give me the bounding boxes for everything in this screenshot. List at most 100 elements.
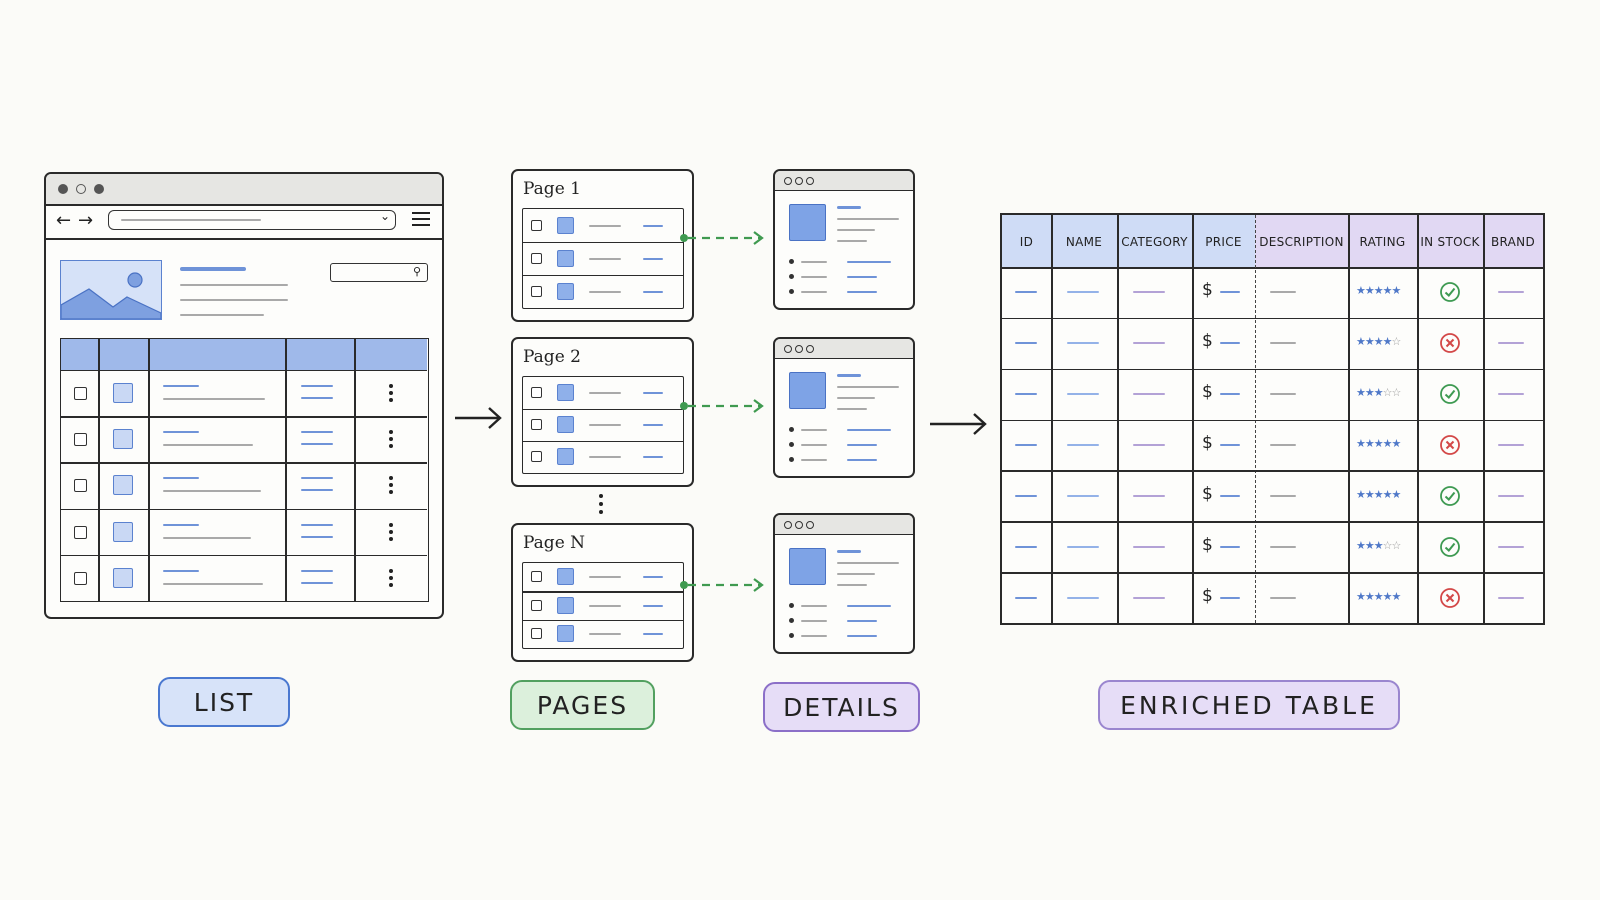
detail-text-line <box>837 218 899 220</box>
price-value-line <box>1220 443 1240 446</box>
row-checkbox[interactable] <box>531 285 542 297</box>
pages-stage-label: PAGES <box>510 680 655 730</box>
row-text-line <box>589 424 621 426</box>
thumbnail-placeholder <box>557 416 574 433</box>
row-text-line <box>163 490 261 493</box>
list-table-row[interactable] <box>61 555 427 601</box>
column-divider <box>1255 215 1256 623</box>
kebab-menu-icon[interactable] <box>389 430 393 449</box>
column-header: ID <box>1019 235 1034 249</box>
brand-value-line <box>1498 443 1524 446</box>
row-checkbox[interactable] <box>531 387 542 398</box>
row-checkbox[interactable] <box>531 451 542 462</box>
detail-text-line <box>837 397 875 399</box>
row-checkbox[interactable] <box>531 419 542 430</box>
row-text-line <box>589 456 621 458</box>
name-value-line <box>1067 393 1099 396</box>
name-value-line <box>1067 494 1099 497</box>
star-rating-icon: ★★★★★ <box>1356 487 1401 501</box>
detail-text-line <box>801 429 827 431</box>
row-text-line <box>589 290 621 293</box>
row-checkbox[interactable] <box>531 599 542 611</box>
window-dot-icon <box>795 177 803 185</box>
brand-value-line <box>1498 342 1524 345</box>
brand-value-line <box>1498 494 1524 497</box>
id-value-line <box>1015 596 1037 599</box>
page-card: Page N <box>511 523 694 662</box>
enriched-table-row[interactable]: $★★★★★ <box>1002 572 1543 623</box>
detail-text-line <box>801 444 827 446</box>
row-checkbox[interactable] <box>531 219 542 231</box>
star-rating-icon: ★★★★★ <box>1356 589 1401 603</box>
column-header-cell <box>1051 215 1117 267</box>
category-value-line <box>1133 443 1165 446</box>
page-card: Page 2 <box>511 337 694 487</box>
description-value-line <box>1270 494 1296 497</box>
row-text-line <box>589 632 621 635</box>
category-value-line <box>1133 291 1165 294</box>
address-bar[interactable]: ⌄ <box>108 209 396 230</box>
thumbnail-placeholder <box>557 624 574 642</box>
star-rating-icon: ★★★☆☆ <box>1356 538 1401 552</box>
row-checkbox[interactable] <box>531 571 542 583</box>
column-divider <box>1348 215 1350 623</box>
search-input[interactable]: ⚲ <box>330 263 428 282</box>
row-checkbox[interactable] <box>74 433 87 447</box>
list-table-row[interactable] <box>61 462 427 508</box>
dashed-arrow-icon <box>680 399 764 413</box>
kebab-menu-icon[interactable] <box>389 476 393 495</box>
row-checkbox[interactable] <box>74 479 87 493</box>
column-divider <box>1483 215 1485 623</box>
window-dot-icon <box>795 521 803 529</box>
browser-title-bar <box>46 174 442 206</box>
detail-text-line <box>801 276 827 278</box>
row-value-line <box>643 604 663 607</box>
check-circle-icon <box>1440 282 1460 303</box>
name-value-line <box>1067 545 1099 548</box>
list-table-row[interactable] <box>61 509 427 555</box>
row-checkbox[interactable] <box>74 387 87 400</box>
row-checkbox[interactable] <box>531 252 542 264</box>
enriched-table-row[interactable]: $★★★★★ <box>1002 420 1543 471</box>
enriched-table-row[interactable]: $★★★☆☆ <box>1002 521 1543 572</box>
id-value-line <box>1015 393 1037 396</box>
kebab-menu-icon[interactable] <box>389 384 393 402</box>
detail-card <box>773 169 915 310</box>
kebab-menu-icon[interactable] <box>389 522 393 541</box>
row-value-line <box>301 535 333 538</box>
detail-value-line <box>847 276 877 278</box>
row-checkbox[interactable] <box>74 525 87 539</box>
currency-symbol: $ <box>1202 280 1213 301</box>
dashed-arrow-icon <box>680 578 764 592</box>
detail-title-bar <box>775 339 913 359</box>
price-value-line <box>1220 494 1240 497</box>
list-table-row[interactable] <box>61 370 427 416</box>
detail-value-line <box>847 261 891 263</box>
row-checkbox[interactable] <box>74 571 87 585</box>
forward-arrow-icon[interactable]: → <box>78 210 94 231</box>
enriched-table-row[interactable]: $★★★★★ <box>1002 470 1543 521</box>
id-value-line <box>1015 342 1037 345</box>
category-value-line <box>1133 393 1165 396</box>
bullet-dot <box>789 427 794 432</box>
hamburger-menu-icon[interactable] <box>412 212 430 226</box>
window-dot-icon <box>806 521 814 529</box>
enriched-table-row[interactable]: $★★★★★ <box>1002 267 1543 318</box>
description-value-line <box>1270 393 1296 396</box>
enriched-table-row[interactable]: $★★★☆☆ <box>1002 369 1543 420</box>
detail-heading-line <box>837 374 861 377</box>
back-arrow-icon[interactable]: ← <box>56 210 72 231</box>
name-value-line <box>1067 291 1099 294</box>
detail-value-line <box>847 429 891 431</box>
thumbnail-placeholder <box>113 383 133 403</box>
row-checkbox[interactable] <box>531 627 542 639</box>
list-table-row[interactable] <box>61 416 427 462</box>
category-value-line <box>1133 494 1165 497</box>
row-text-line <box>589 576 621 579</box>
bullet-dot <box>789 633 794 638</box>
kebab-menu-icon[interactable] <box>389 568 393 587</box>
row-divider <box>61 554 427 557</box>
column-header: DESCRIPTION <box>1259 235 1344 249</box>
column-header: RATING <box>1359 235 1406 249</box>
enriched-table-row[interactable]: $★★★★☆ <box>1002 318 1543 369</box>
